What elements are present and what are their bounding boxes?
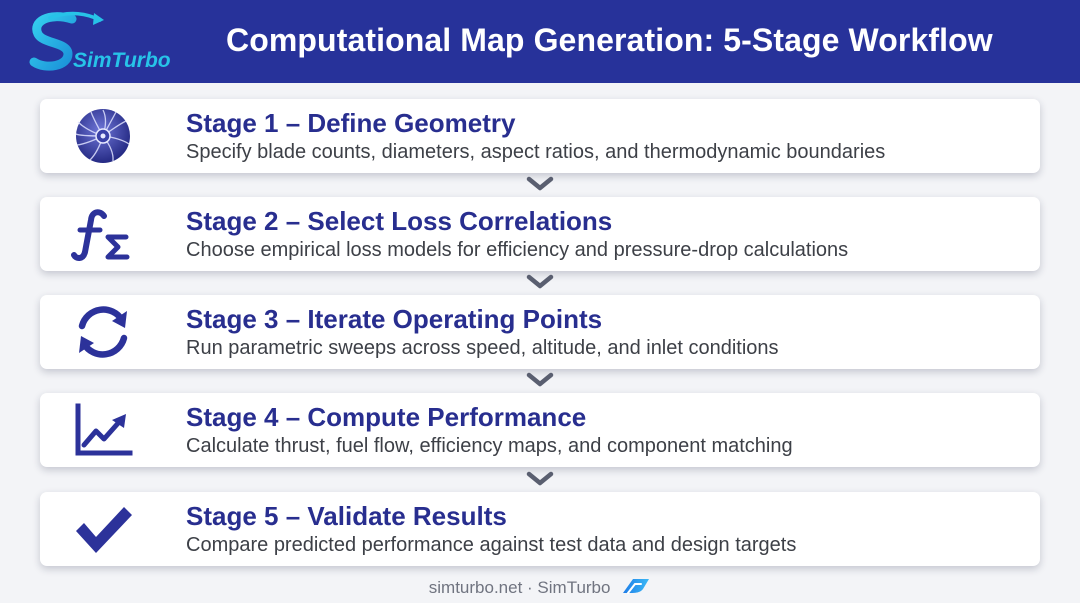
stage-card-3: Stage 3 – Iterate Operating Points Run p… <box>40 295 1040 369</box>
chevron-down-icon <box>526 176 554 192</box>
stage-card-5: Stage 5 – Validate Results Compare predi… <box>40 492 1040 566</box>
stage-card-1: Stage 1 – Define Geometry Specify blade … <box>40 99 1040 173</box>
stage-description: Compare predicted performance against te… <box>186 534 797 556</box>
line-chart-icon <box>70 402 136 458</box>
stage-description: Specify blade counts, diameters, aspect … <box>186 141 886 163</box>
chevron-down-icon <box>526 471 554 487</box>
stage-title: Stage 5 – Validate Results <box>186 501 507 531</box>
stage-title: Stage 4 – Compute Performance <box>186 402 587 432</box>
header-bar: SimTurbo Computational Map Generation: 5… <box>0 0 1080 83</box>
stage-card-4: Stage 4 – Compute Performance Calculate … <box>40 393 1040 467</box>
page-title: Computational Map Generation: 5-Stage Wo… <box>226 22 993 58</box>
stage-title: Stage 3 – Iterate Operating Points <box>186 304 603 334</box>
chevron-down-icon <box>526 274 554 290</box>
logo-mark-icon: SimTurbo <box>29 11 171 72</box>
function-sigma-icon <box>70 206 136 262</box>
turbine-fan-icon <box>70 108 136 164</box>
stage-title: Stage 1 – Define Geometry <box>186 108 516 138</box>
simturbo-mark-icon <box>621 577 651 602</box>
stage-title: Stage 2 – Select Loss Correlations <box>186 206 613 236</box>
stage-description: Run parametric sweeps across speed, alti… <box>186 337 779 359</box>
footer: simturbo.net · SimTurbo <box>0 576 1080 600</box>
checkmark-icon <box>70 501 136 557</box>
stage-description: Calculate thrust, fuel flow, efficiency … <box>186 435 793 457</box>
stage-card-2: Stage 2 – Select Loss Correlations Choos… <box>40 197 1040 271</box>
refresh-cycle-icon <box>70 304 136 360</box>
simturbo-logo: SimTurbo <box>28 6 198 76</box>
stage-description: Choose empirical loss models for efficie… <box>186 239 849 261</box>
footer-text: simturbo.net · SimTurbo <box>428 578 611 597</box>
logo-text: SimTurbo <box>73 49 171 72</box>
chevron-down-icon <box>526 372 554 388</box>
